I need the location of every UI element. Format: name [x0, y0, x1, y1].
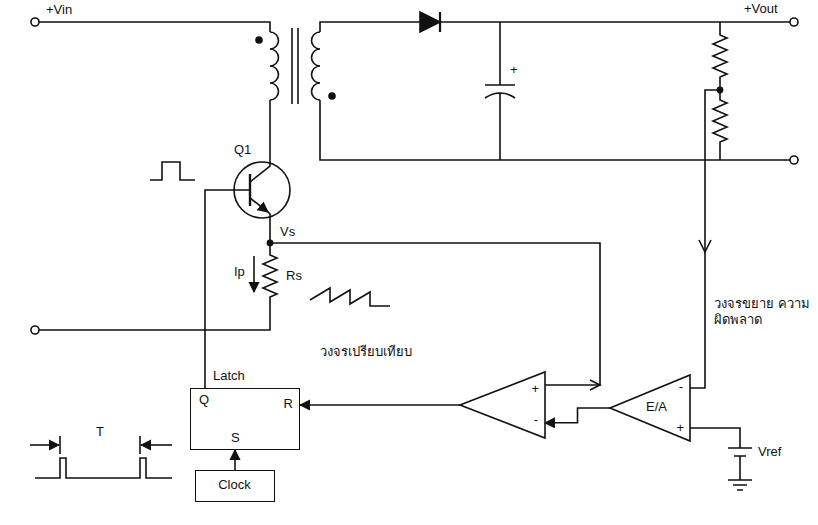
latch-box: LatchQRS: [190, 388, 300, 450]
part-name: Rs: [284, 268, 304, 284]
pin-label: R: [284, 397, 293, 412]
output-rail: [440, 21, 790, 23]
secondary-winding: [312, 32, 321, 100]
clock-pulse-waveform: [35, 458, 172, 478]
input-terminal: [31, 18, 39, 26]
signal-connector: [545, 408, 610, 423]
wire-arrow: [699, 240, 711, 252]
amplifier-label: E/A: [646, 400, 667, 415]
current-arrow: [253, 256, 255, 292]
reference-battery: [690, 428, 752, 490]
latch-heading: Latch: [213, 369, 245, 384]
primary-winding: [270, 32, 279, 100]
period-label: T: [94, 424, 106, 440]
signal-connector: [234, 450, 236, 470]
ramp-waveform: [310, 288, 390, 306]
part-name: Q1: [232, 142, 253, 158]
polarity-dot: [329, 93, 335, 99]
sense-wire: [270, 243, 600, 385]
wire: [320, 22, 420, 32]
collector-lead: [250, 100, 270, 182]
feedback-wire: [690, 90, 720, 388]
current-label: Ip: [232, 264, 247, 280]
polarity-dot: [256, 37, 262, 43]
transformer-core: [297, 28, 299, 104]
signal-connector: [300, 404, 460, 406]
base-pulse-waveform: [150, 162, 195, 180]
clock-box: Clock: [195, 470, 275, 502]
input-sign: -: [679, 380, 683, 395]
error-amplifier-triangle: E/A- +: [610, 375, 690, 441]
emitter-lead: [250, 198, 268, 212]
block-label: Clock: [218, 478, 251, 493]
sense-resistor: [39, 243, 277, 330]
base-wire: [205, 190, 250, 388]
comparator-triangle: +-: [460, 372, 545, 438]
input-sign: -: [534, 413, 538, 428]
supply-label: +Vin: [44, 2, 74, 18]
output-terminal: [790, 156, 798, 164]
pin-label: S: [231, 431, 240, 446]
diode-symbol: [420, 12, 440, 32]
input-sign: +: [531, 382, 539, 397]
block-caption: วงจรเปรียบเทียบ: [318, 344, 414, 360]
output-terminal: [790, 18, 798, 26]
dimension-arrow: [141, 444, 172, 446]
pin-label: Q: [199, 393, 209, 408]
wire-arrow: [590, 380, 600, 390]
reference-label: Vref: [756, 444, 783, 460]
output-label: +Vout: [742, 1, 780, 17]
block-caption: วงจรขยาย ความผิดพลาด: [712, 296, 816, 327]
input-terminal: [31, 326, 39, 334]
wire: [268, 212, 270, 243]
dimension-tick: [59, 436, 61, 454]
polarity-sign: +: [508, 62, 520, 78]
divider-resistors: [713, 22, 727, 160]
node-label: Vs: [278, 224, 297, 240]
dimension-tick: [139, 436, 141, 454]
wire: [39, 22, 270, 32]
input-sign: +: [676, 421, 684, 436]
dimension-arrow: [30, 444, 59, 446]
capacitor-symbol: [485, 22, 515, 160]
transformer-core: [291, 28, 293, 104]
